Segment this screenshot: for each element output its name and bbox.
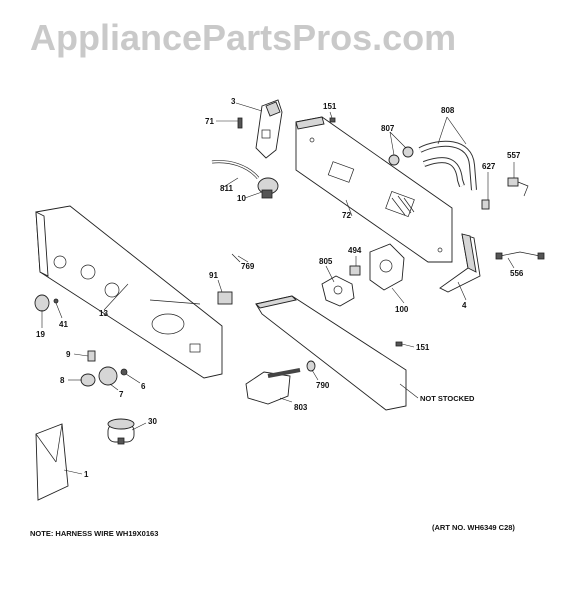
callout-labels: 3 71 151 808 807 557 627 811 10 72 494 8…	[36, 97, 524, 479]
label-494: 494	[348, 246, 362, 255]
label-41: 41	[59, 320, 68, 329]
part-790	[306, 360, 316, 372]
part-803	[245, 368, 301, 405]
label-72: 72	[342, 211, 351, 220]
label-803: 803	[294, 403, 308, 412]
screw-71	[237, 117, 243, 129]
knob-19	[34, 294, 50, 312]
part-494	[349, 265, 361, 276]
label-627: 627	[482, 162, 496, 171]
thermistor-557	[507, 177, 529, 197]
label-30: 30	[148, 417, 157, 426]
switch-30	[107, 418, 135, 445]
label-6: 6	[141, 382, 146, 391]
label-91: 91	[209, 271, 218, 280]
watermark-text: AppliancePartsPros.com	[30, 17, 456, 58]
label-10: 10	[237, 194, 246, 203]
label-557: 557	[507, 151, 521, 160]
fill-hoses-808	[418, 140, 477, 191]
label-151-top: 151	[323, 102, 337, 111]
label-13: 13	[99, 309, 108, 318]
label-805: 805	[319, 257, 333, 266]
control-panel-13	[35, 205, 223, 379]
part-9	[87, 350, 96, 362]
leader-lines	[41, 102, 515, 475]
hose-811	[211, 160, 260, 180]
pressure-switch-10	[257, 177, 279, 199]
bracket-3	[255, 99, 283, 159]
clip-151-lower	[395, 341, 403, 347]
label-9: 9	[66, 350, 71, 359]
clip-627	[481, 199, 490, 210]
label-19: 19	[36, 330, 45, 339]
label-556: 556	[510, 269, 524, 278]
manual-1	[35, 423, 69, 501]
art-number: (ART NO. WH6349 C28)	[432, 523, 515, 532]
part-769	[231, 253, 241, 263]
label-769: 769	[241, 262, 255, 271]
label-811: 811	[220, 184, 233, 193]
label-8: 8	[60, 376, 65, 385]
harness-556	[495, 251, 545, 260]
label-7: 7	[119, 390, 124, 399]
label-100: 100	[395, 305, 409, 314]
knob-7	[98, 366, 118, 386]
label-3: 3	[231, 97, 236, 106]
label-1: 1	[84, 470, 89, 479]
clip-151-top	[329, 117, 336, 123]
part-41	[53, 298, 59, 304]
label-807: 807	[381, 124, 395, 133]
not-stocked-label: NOT STOCKED	[420, 394, 475, 403]
part-805	[321, 275, 355, 307]
rear-cover-not-stocked	[255, 295, 407, 411]
knob-8	[80, 373, 96, 387]
end-cap-4	[439, 233, 481, 293]
label-808: 808	[441, 106, 455, 115]
rear-panel-72	[295, 116, 453, 263]
part-6	[120, 368, 128, 376]
part-91	[217, 291, 233, 305]
label-71: 71	[205, 117, 214, 126]
label-151-lower: 151	[416, 343, 430, 352]
label-790: 790	[316, 381, 330, 390]
control-100	[369, 243, 405, 291]
label-4: 4	[462, 301, 467, 310]
harness-note: NOTE: HARNESS WIRE WH19X0163	[30, 529, 158, 538]
valve-inlets-807	[388, 146, 414, 166]
